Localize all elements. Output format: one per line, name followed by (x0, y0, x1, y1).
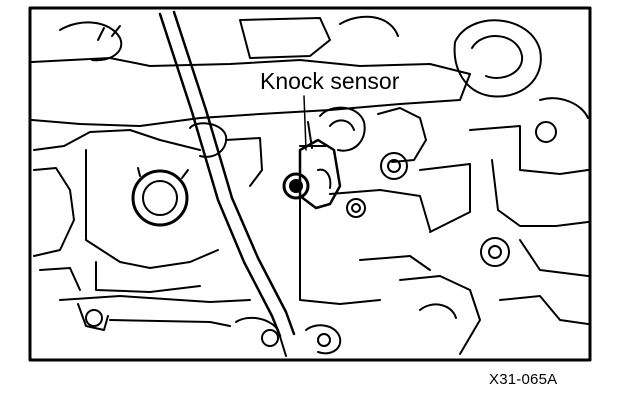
figure-frame (28, 6, 592, 362)
knock-sensor-label: Knock sensor (257, 68, 403, 94)
callout-leader-line (303, 95, 307, 151)
knock-sensor (282, 121, 342, 210)
engine-block (33, 106, 589, 357)
upper-housing (31, 15, 589, 143)
figure-code: X31-065A (489, 371, 558, 388)
dipstick-tube (158, 10, 296, 338)
